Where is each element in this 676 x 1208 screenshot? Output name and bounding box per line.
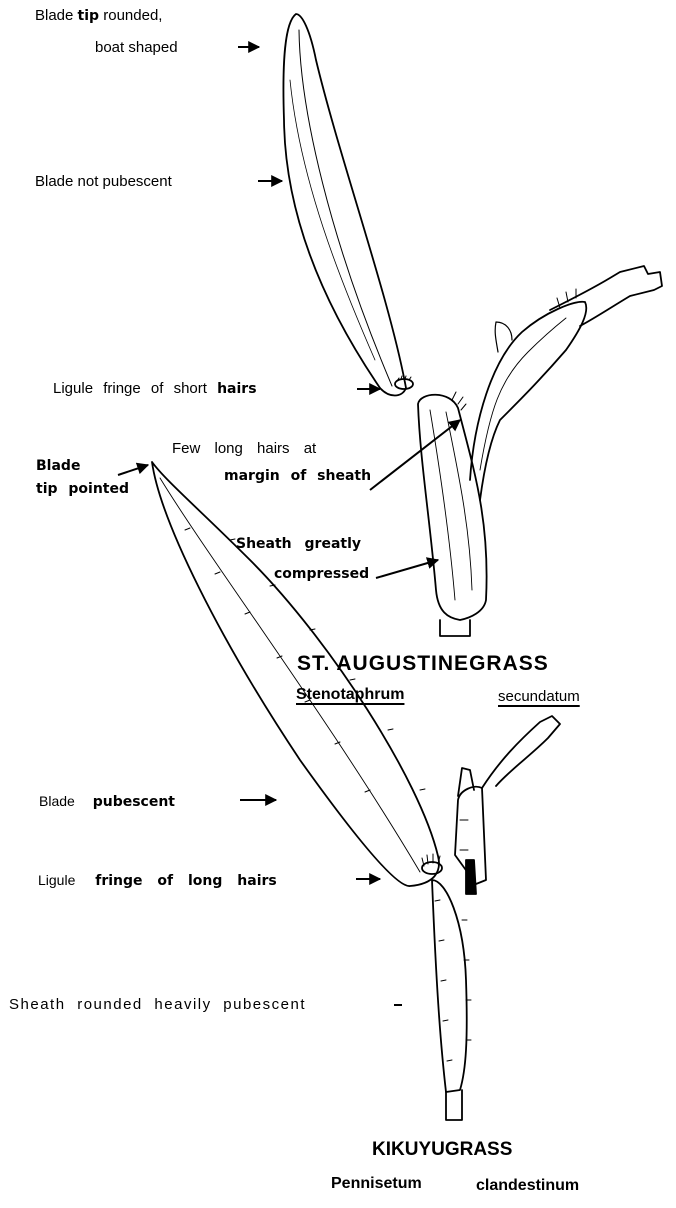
label-ligule-short-hairs-b: hairs bbox=[217, 381, 256, 397]
kikuyu-common-name: KIKUYUGRASS bbox=[372, 1139, 512, 1161]
st-augustine-side-shoot bbox=[470, 266, 662, 500]
label-ligule-long-hairs: Ligule fringe of long hairs bbox=[38, 871, 277, 890]
label-ligule-long-hairs-b: fringe of long hairs bbox=[95, 873, 276, 889]
label-sheath-greatly: Sheath greatly bbox=[236, 535, 361, 553]
label-kikuyu-blade: Blade bbox=[36, 457, 80, 475]
label-ligule-long-hairs-a: Ligule bbox=[38, 872, 75, 888]
label-ligule-short-hairs: Ligule fringe of short hairs bbox=[53, 380, 257, 398]
kikuyu-genus: Pennisetum bbox=[331, 1175, 422, 1193]
label-blade-tip-rounded-a: Blade bbox=[35, 7, 73, 24]
label-blade-pubescent: Blade pubescent bbox=[39, 792, 175, 811]
label-tip-pointed: tip pointed bbox=[36, 480, 129, 498]
st-augustine-blade bbox=[283, 14, 406, 396]
label-few-long-hairs: Few long hairs at bbox=[172, 440, 316, 458]
kikuyu-species: clandestinum bbox=[476, 1177, 579, 1195]
label-blade-tip-rounded: Blade tip rounded, bbox=[35, 7, 162, 25]
label-blade-tip-rounded-b: tip bbox=[78, 8, 100, 24]
kikuyu-side-stem bbox=[455, 716, 560, 894]
label-compressed: compressed bbox=[274, 565, 369, 583]
label-blade-pubescent-a: Blade bbox=[39, 793, 75, 809]
st-augustine-genus: Stenotaphrum bbox=[296, 686, 404, 704]
st-augustine-species: secundatum bbox=[498, 688, 580, 705]
label-ligule-short-hairs-a: Ligule fringe of short bbox=[53, 380, 207, 397]
label-margin-of-sheath: margin of sheath bbox=[224, 467, 371, 485]
label-blade-tip-rounded-c: rounded, bbox=[103, 7, 162, 24]
label-blade-pubescent-b: pubescent bbox=[93, 794, 175, 810]
label-boat-shaped: boat shaped bbox=[95, 39, 178, 57]
label-sheath-rounded: Sheath rounded heavily pubescent bbox=[9, 996, 306, 1014]
st-augustine-common-name: ST. AUGUSTINEGRASS bbox=[297, 652, 549, 676]
kikuyu-sheath bbox=[432, 880, 471, 1120]
label-blade-not-pubescent: Blade not pubescent bbox=[35, 173, 172, 191]
